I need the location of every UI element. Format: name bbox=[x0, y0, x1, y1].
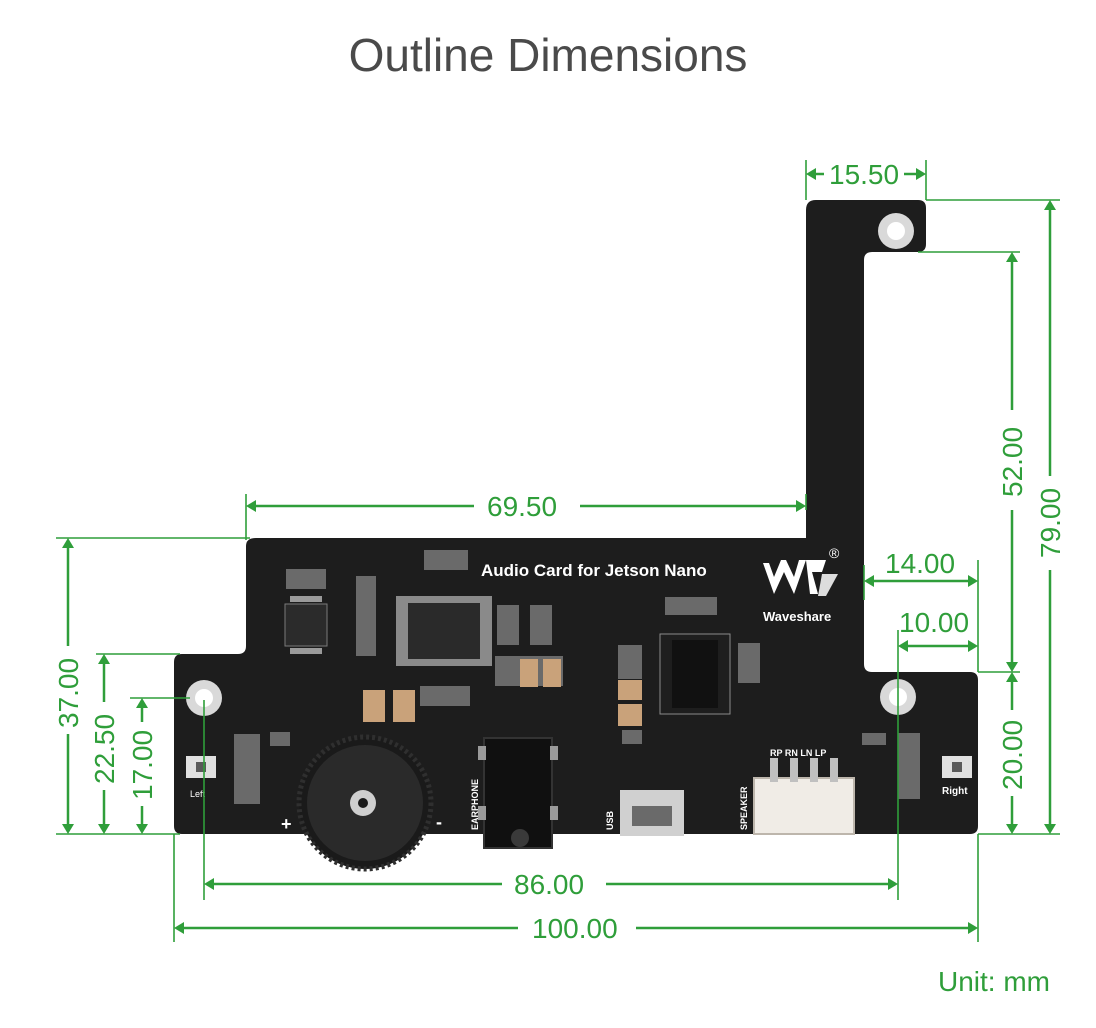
dim-right-height-label: 20.00 bbox=[997, 720, 1028, 790]
mounting-hole-left bbox=[186, 680, 222, 716]
pcb-board bbox=[174, 200, 978, 834]
usb-connector bbox=[620, 790, 684, 836]
dim-right-height bbox=[1006, 672, 1018, 834]
speaker-connector bbox=[753, 758, 855, 835]
speaker-pins-label: RP RN LN LP bbox=[770, 748, 826, 758]
mic-right-icon bbox=[942, 756, 972, 778]
page-title: Outline Dimensions bbox=[348, 29, 748, 81]
codec-chip bbox=[396, 596, 492, 666]
dim-tab-width-label: 15.50 bbox=[829, 159, 899, 190]
dim-right-width bbox=[864, 575, 978, 587]
minus-label: - bbox=[436, 812, 442, 832]
volume-knob bbox=[296, 734, 434, 872]
capacitors bbox=[363, 659, 642, 726]
mic-left-icon bbox=[186, 756, 216, 778]
dim-hole-offset-right-label: 10.00 bbox=[899, 607, 969, 638]
dim-top-offset bbox=[246, 500, 806, 512]
usb-label: USB bbox=[605, 810, 615, 830]
left-mic-label: Left bbox=[190, 789, 206, 799]
dim-hole-height bbox=[136, 698, 148, 834]
dim-tab-total-height-label: 79.00 bbox=[1035, 488, 1066, 558]
unit-label: Unit: mm bbox=[938, 966, 1050, 997]
dim-board-height bbox=[62, 538, 74, 834]
board-name-label: Audio Card for Jetson Nano bbox=[481, 561, 707, 580]
dim-left-step-label: 22.50 bbox=[89, 714, 120, 784]
dim-left-step bbox=[98, 654, 110, 834]
earphone-jack bbox=[478, 737, 558, 849]
dim-total-width bbox=[174, 922, 978, 934]
brand-mark-label: ® bbox=[829, 545, 840, 561]
dim-tab-height bbox=[1006, 252, 1018, 672]
small-chip bbox=[284, 596, 328, 654]
speaker-label: SPEAKER bbox=[739, 786, 749, 830]
dim-hole-height-label: 17.00 bbox=[127, 730, 158, 800]
dim-hole-offset-right bbox=[898, 640, 978, 652]
dim-board-height-label: 37.00 bbox=[53, 658, 84, 728]
dim-total-width-label: 100.00 bbox=[532, 913, 618, 944]
dim-tab-width bbox=[806, 168, 926, 180]
mounting-hole-top bbox=[878, 213, 914, 249]
dim-tab-total-height bbox=[1044, 200, 1056, 834]
dim-tab-height-label: 52.00 bbox=[997, 427, 1028, 497]
earphone-label: EARPHONE bbox=[470, 779, 480, 830]
dim-top-offset-label: 69.50 bbox=[487, 491, 557, 522]
extension-lines bbox=[56, 160, 1060, 942]
plus-label: + bbox=[281, 814, 292, 834]
dim-hole-spacing-label: 86.00 bbox=[514, 869, 584, 900]
right-mic-label: Right bbox=[942, 786, 968, 797]
dim-right-width-label: 14.00 bbox=[885, 548, 955, 579]
waveshare-logo-icon bbox=[763, 560, 838, 596]
brand-label: Waveshare bbox=[763, 609, 831, 624]
amplifier-chip bbox=[659, 633, 731, 715]
dim-hole-spacing bbox=[204, 878, 898, 890]
